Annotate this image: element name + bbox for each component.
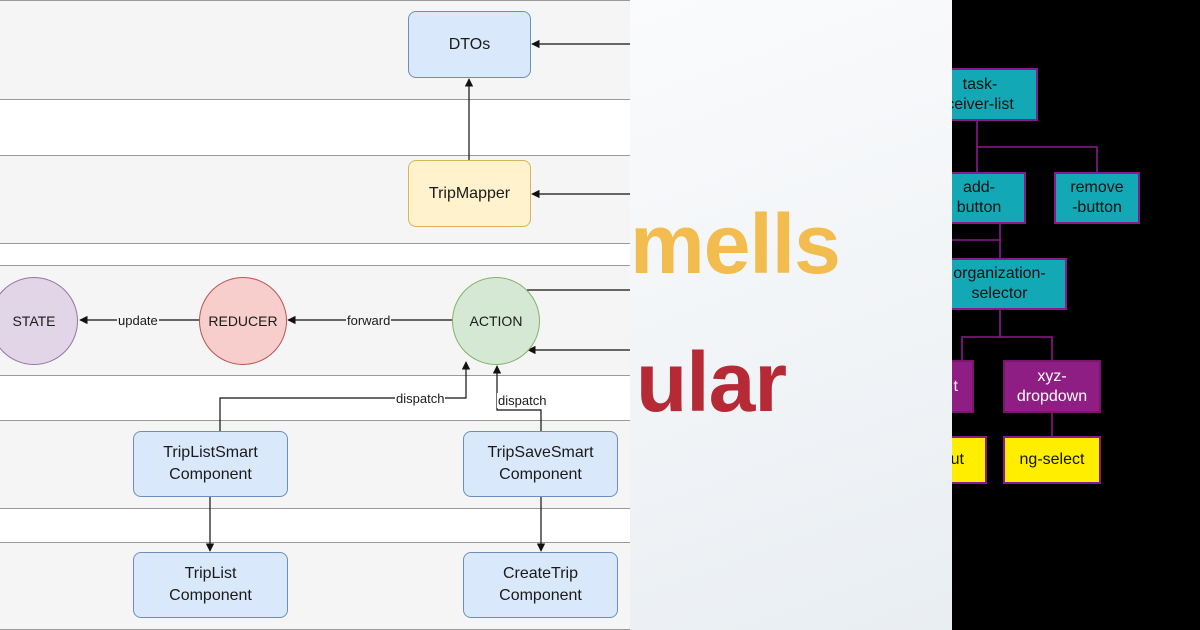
edge-label-update: update bbox=[117, 313, 159, 328]
swimlane-divider bbox=[0, 155, 630, 156]
node-label-line: TripSaveSmart bbox=[487, 444, 594, 461]
tree-edge bbox=[976, 121, 1098, 172]
swimlane-divider bbox=[0, 243, 630, 244]
node-label-line: selector bbox=[971, 285, 1028, 302]
edge-label-dispatch: dispatch bbox=[395, 391, 446, 406]
edge-label-forward: forward bbox=[346, 313, 392, 328]
tree-edge bbox=[999, 310, 1053, 360]
swimlane-divider bbox=[0, 420, 630, 421]
node-label-line: Component bbox=[499, 587, 582, 604]
swimlane-divider bbox=[0, 99, 630, 100]
node-label-line: add- bbox=[962, 179, 996, 196]
trip-list-smart-component-node: TripListSmart Component bbox=[133, 431, 288, 497]
node-label-line: dropdown bbox=[1016, 387, 1088, 405]
swimlane-gap bbox=[0, 508, 630, 542]
action-node: ACTION bbox=[452, 277, 540, 365]
node-label-line: ceiver-list bbox=[952, 95, 1014, 113]
component-tree-edges bbox=[952, 121, 1098, 436]
node-label-line: TripList bbox=[184, 565, 237, 582]
swimlane-divider bbox=[0, 265, 630, 266]
node-label-line: TripListSmart bbox=[163, 444, 258, 461]
partial-input-node: ut bbox=[952, 436, 987, 484]
title-panel: mells ular bbox=[630, 0, 952, 630]
node-label-line: CreateTrip bbox=[503, 565, 578, 582]
swimlane-divider bbox=[0, 508, 630, 509]
trip-save-smart-component-node: TripSaveSmart Component bbox=[463, 431, 618, 497]
edge-label-dispatch: dispatch bbox=[497, 393, 548, 408]
ng-select-node: ng-select bbox=[1003, 436, 1101, 484]
node-label-line: -button bbox=[1072, 199, 1122, 216]
xyz-dropdown-node: xyz- dropdown bbox=[1003, 360, 1101, 413]
node-label-line: organization- bbox=[953, 265, 1046, 282]
organization-selector-node: organization- selector bbox=[952, 258, 1067, 310]
node-label-line: t bbox=[953, 377, 958, 395]
node-label-line: task- bbox=[962, 75, 998, 93]
node-label-line: xyz- bbox=[1037, 367, 1067, 385]
edge-savesmart-dispatch bbox=[492, 365, 542, 431]
swimlane-gap bbox=[0, 99, 630, 155]
remove-button-node: remove -button bbox=[1054, 172, 1140, 224]
node-label-line: remove bbox=[1070, 179, 1124, 196]
component-tree-panel: task- ceiver-list add- button remove -bu… bbox=[952, 0, 1200, 630]
swimlane-divider bbox=[0, 542, 630, 543]
title-line-1: mells bbox=[630, 197, 841, 291]
add-button-node: add- button bbox=[952, 172, 1026, 224]
task-receiver-list-node: task- ceiver-list bbox=[952, 68, 1038, 121]
node-label-line: Component bbox=[499, 466, 582, 483]
node-label-line: button bbox=[956, 199, 1002, 216]
title-line-2: ular bbox=[636, 335, 787, 429]
dtos-node: DTOs bbox=[408, 11, 531, 78]
partial-component-node: t bbox=[952, 360, 974, 413]
architecture-diagram-panel: update forward dispatch dispatch DTOs Tr… bbox=[0, 0, 630, 630]
diagram-edges bbox=[79, 39, 630, 552]
state-node: STATE bbox=[0, 277, 78, 365]
trip-list-component-node: TripList Component bbox=[133, 552, 288, 618]
tree-edge bbox=[952, 239, 1001, 258]
trip-mapper-node: TripMapper bbox=[408, 160, 531, 227]
node-label-line: Component bbox=[169, 587, 252, 604]
swimlane-divider bbox=[0, 375, 630, 376]
node-label-line: Component bbox=[169, 466, 252, 483]
edge-listsmart-dispatch bbox=[219, 361, 471, 431]
tree-edge bbox=[961, 336, 1000, 360]
swimlane-gap bbox=[0, 243, 630, 265]
swimlane-divider bbox=[0, 0, 630, 1]
reducer-node: REDUCER bbox=[199, 277, 287, 365]
create-trip-component-node: CreateTrip Component bbox=[463, 552, 618, 618]
